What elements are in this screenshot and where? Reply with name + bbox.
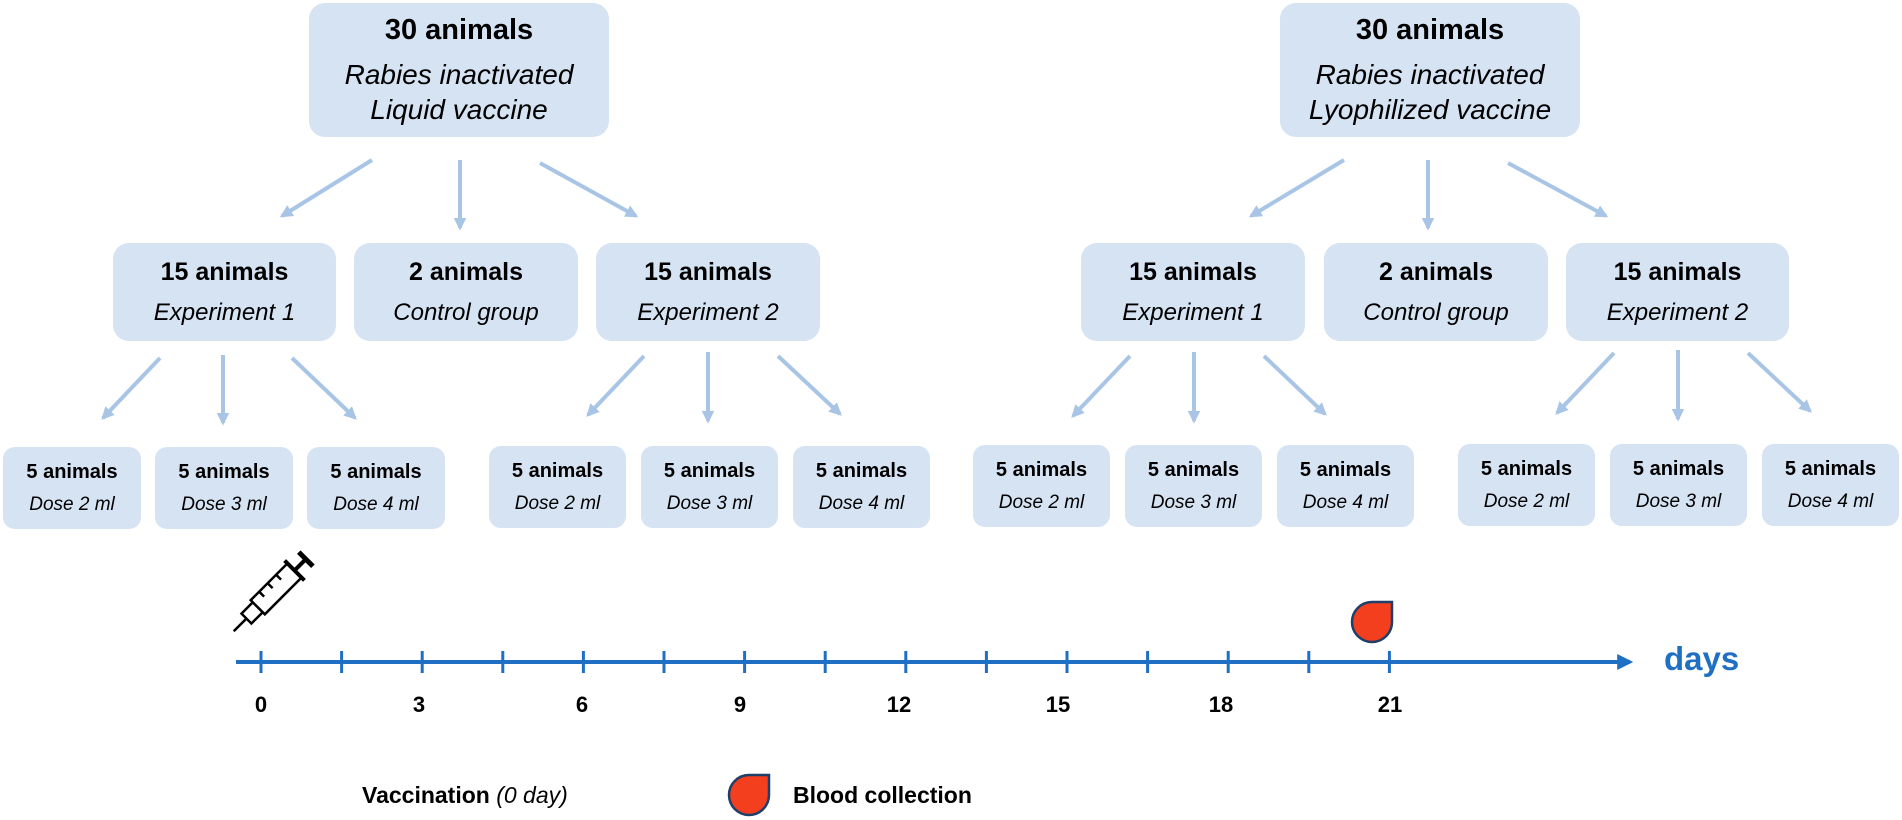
arrow	[586, 354, 646, 417]
tick-label-21: 21	[1377, 692, 1403, 717]
group-1-exp2-dose-2-label: Dose 2 ml	[514, 492, 601, 514]
arrow	[1248, 158, 1346, 218]
group-2-exp2-dose-2-label: Dose 2 ml	[1483, 490, 1570, 512]
arrow	[290, 356, 357, 420]
group-2-exp2-dose-4-title: 5 animals	[1784, 457, 1877, 480]
group-2-exp2-dose-3-title: 5 animals	[1632, 457, 1725, 480]
group-2-exp2-dose-4-label: Dose 4 ml	[1787, 490, 1874, 512]
arrow	[1071, 354, 1132, 418]
group-2-exp1-subtitle: Experiment 1	[1122, 298, 1264, 326]
blood-drop-icon	[1350, 600, 1394, 644]
group-2-control-subtitle: Control group	[1363, 298, 1509, 326]
timeline-unit-label: days	[1664, 640, 1740, 677]
group-2-exp1-dose-4-title: 5 animals	[1299, 458, 1392, 481]
group-1-exp1-subtitle: Experiment 1	[153, 298, 296, 326]
group-1-exp1-dose-4: 5 animals Dose 4 ml	[307, 447, 445, 529]
legend-vaccination: Vaccination (0 day)	[362, 782, 568, 809]
syringe-icon	[232, 550, 315, 633]
group-1-exp2-dose-2: 5 animals Dose 2 ml	[489, 446, 626, 528]
group-2-exp1-box: 15 animals Experiment 1	[1081, 243, 1305, 341]
group-1-exp2-dose-4: 5 animals Dose 4 ml	[793, 446, 930, 528]
group-1-top-title: 30 animals	[384, 13, 534, 46]
group-2-exp1-dose-2-title: 5 animals	[995, 458, 1088, 481]
group-1-control-title: 2 animals	[409, 257, 523, 286]
group-2-exp2-box: 15 animals Experiment 2	[1566, 243, 1789, 341]
group-1-exp2-dose-2-title: 5 animals	[511, 459, 604, 482]
legend-vaccination-note: (0 day)	[496, 782, 568, 808]
tick-label-12: 12	[886, 692, 912, 717]
group-1-exp1-dose-3-label: Dose 3 ml	[181, 493, 267, 515]
group-1-exp2-box: 15 animals Experiment 2	[596, 243, 820, 341]
tree-arrows	[101, 158, 1812, 426]
arrow	[776, 354, 842, 416]
group-1-exp1-dose-2-label: Dose 2 ml	[29, 493, 115, 515]
group-1-exp1-dose-2: 5 animals Dose 2 ml	[3, 447, 141, 529]
group-1-exp2-dose-4-title: 5 animals	[815, 459, 908, 482]
legend-blood-label: Blood collection	[793, 782, 972, 808]
group-2-exp2-dose-2-title: 5 animals	[1480, 457, 1573, 480]
arrow	[539, 161, 639, 218]
group-2-exp2-dose-4: 5 animals Dose 4 ml	[1762, 444, 1899, 526]
group-1-control-box: 2 animals Control group	[354, 243, 578, 341]
group-1-exp2-dose-3-title: 5 animals	[663, 459, 756, 482]
group-2-exp1-dose-2-label: Dose 2 ml	[998, 491, 1085, 513]
group-1-exp1-box: 15 animals Experiment 1	[113, 243, 336, 341]
group-2-exp1-dose-2: 5 animals Dose 2 ml	[973, 445, 1110, 527]
group-1-exp1-dose-3-title: 5 animals	[178, 460, 270, 483]
group-1-exp2-title: 15 animals	[644, 257, 772, 286]
group-2-exp1-dose-3: 5 animals Dose 3 ml	[1125, 445, 1262, 527]
group-1-exp1-dose-4-label: Dose 4 ml	[333, 493, 419, 515]
group-2-control-title: 2 animals	[1379, 257, 1493, 286]
arrow	[101, 356, 162, 420]
group-2-top-box: 30 animals Rabies inactivated Lyophilize…	[1280, 3, 1580, 137]
tick-label-9: 9	[733, 692, 747, 717]
group-2-exp2-dose-2: 5 animals Dose 2 ml	[1458, 444, 1595, 526]
group-2-control-box: 2 animals Control group	[1324, 243, 1548, 341]
tick-label-6: 6	[575, 692, 589, 717]
arrow	[1555, 351, 1616, 415]
group-2-top-line1: Rabies inactivated	[1315, 58, 1545, 90]
group-2-exp2-dose-3-label: Dose 3 ml	[1635, 490, 1722, 512]
group-1-exp1-dose-2-title: 5 animals	[26, 460, 118, 483]
timeline-ticks	[259, 651, 1391, 673]
group-1-exp2-dose-4-label: Dose 4 ml	[818, 492, 905, 514]
arrow	[1262, 354, 1327, 416]
group-2-exp1-title: 15 animals	[1129, 257, 1257, 286]
group-1-exp1-dose-4-title: 5 animals	[330, 460, 422, 483]
arrow	[1746, 351, 1812, 413]
tick-label-3: 3	[412, 692, 426, 717]
blood-drop-legend-icon	[727, 773, 771, 817]
group-2-exp2-title: 15 animals	[1613, 257, 1742, 286]
group-1-exp1-dose-3: 5 animals Dose 3 ml	[155, 447, 293, 529]
group-2-exp2-dose-3: 5 animals Dose 3 ml	[1610, 444, 1747, 526]
group-2-top-title: 30 animals	[1355, 13, 1505, 46]
group-2-exp1-dose-3-title: 5 animals	[1147, 458, 1240, 481]
tick-label-15: 15	[1045, 692, 1071, 717]
group-2-exp1-dose-4: 5 animals Dose 4 ml	[1277, 445, 1414, 527]
group-2-exp1-dose-4-label: Dose 4 ml	[1302, 491, 1389, 513]
tick-label-18: 18	[1208, 692, 1234, 717]
group-1-exp2-dose-3-label: Dose 3 ml	[666, 492, 753, 514]
group-1-exp2-subtitle: Experiment 2	[637, 298, 779, 326]
group-1-exp1-title: 15 animals	[160, 257, 289, 286]
group-1-top-line2: Liquid vaccine	[370, 93, 548, 125]
group-2-exp1-dose-3-label: Dose 3 ml	[1150, 491, 1237, 513]
group-2-top-line2: Lyophilized vaccine	[1308, 93, 1552, 125]
group-1-top-line1: Rabies inactivated	[344, 58, 574, 90]
legend-vaccination-label: Vaccination	[362, 782, 490, 808]
group-1-control-subtitle: Control group	[393, 298, 539, 326]
group-1-top-box: 30 animals Rabies inactivated Liquid vac…	[309, 3, 609, 137]
arrow	[1507, 161, 1609, 218]
group-1-exp2-dose-3: 5 animals Dose 3 ml	[641, 446, 778, 528]
arrow	[279, 158, 374, 218]
group-2-exp2-subtitle: Experiment 2	[1606, 298, 1749, 326]
legend-blood-collection: Blood collection	[793, 782, 972, 809]
tick-label-0: 0	[254, 692, 268, 717]
